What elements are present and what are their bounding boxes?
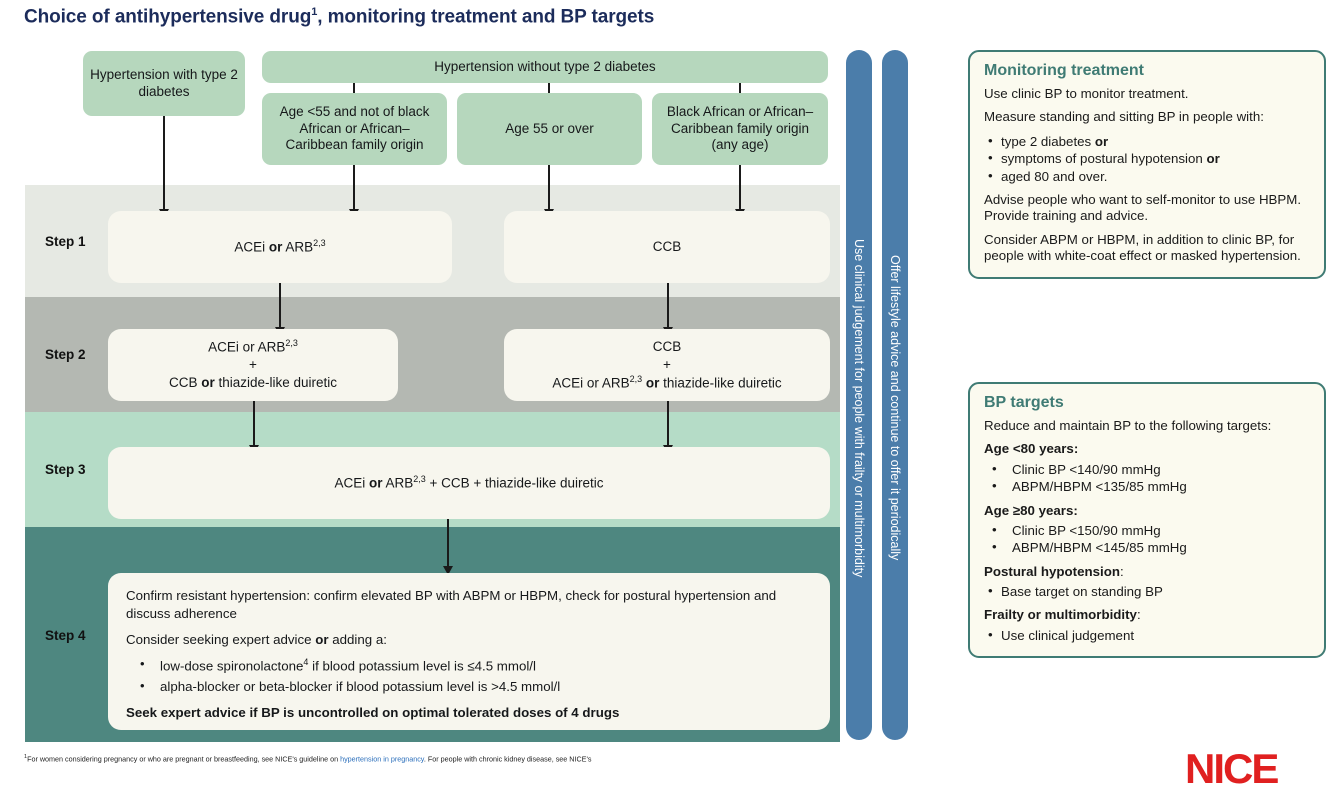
bp-targets-over-80-list: Clinic BP <150/90 mmHg ABPM/HBPM <145/85…	[984, 521, 1310, 557]
bp-targets-frailty-list: Use clinical judgement	[984, 626, 1310, 644]
step4-bullet-list: low-dose spironolactone4 if blood potass…	[126, 655, 812, 696]
bp-targets-postural-heading: Postural hypotension:	[984, 563, 1124, 579]
arrow-step2-right-to-step3	[663, 401, 673, 454]
step3-text: ACEi or ARB2,3 + CCB + thiazide-like dui…	[334, 473, 604, 491]
box-age-55-or-over: Age 55 or over	[457, 93, 642, 165]
connector-to-black-african	[739, 83, 741, 93]
box-hypertension-without-type2-diabetes: Hypertension without type 2 diabetes	[262, 51, 828, 83]
arrow-step3-to-step4	[443, 519, 453, 575]
step1-left-text: ACEi or ARB2,3	[234, 237, 326, 255]
step1-box-left: ACEi or ARB2,3	[108, 211, 452, 283]
vertical-bar-offer-lifestyle-advice: Offer lifestyle advice and continue to o…	[882, 50, 908, 740]
bp-target-under80-abpm: ABPM/HBPM <135/85 mmHg	[984, 477, 1310, 495]
step-label-3: Step 3	[45, 462, 86, 477]
monitoring-bullet-3: aged 80 and over.	[984, 167, 1310, 185]
arrow-age-under-55-to-step1	[349, 165, 359, 218]
bp-target-over80-abpm: ABPM/HBPM <145/85 mmHg	[984, 538, 1310, 556]
monitoring-bullet-list: type 2 diabetes or symptoms of postural …	[984, 132, 1310, 185]
step-label-4: Step 4	[45, 628, 86, 643]
vertical-bar-use-clinical-judgement: Use clinical judgement for people with f…	[846, 50, 872, 740]
vertical-bar-lifestyle-label: Offer lifestyle advice and continue to o…	[888, 255, 902, 561]
nice-logo: NICE	[1185, 745, 1279, 792]
step2-box-right: CCB+ACEi or ARB2,3 or thiazide-like duir…	[504, 329, 830, 401]
bp-targets-age-over-80-heading: Age ≥80 years:	[984, 502, 1078, 518]
step4-paragraph-2: Consider seeking expert advice or adding…	[126, 631, 387, 647]
arrow-step1-right-to-step2	[663, 283, 673, 336]
panel-monitoring-treatment: Monitoring treatment Use clinic BP to mo…	[968, 50, 1326, 279]
step-label-2: Step 2	[45, 347, 86, 362]
arrow-black-african-to-step1	[735, 165, 745, 218]
monitoring-text-1: Use clinic BP to monitor treatment.	[984, 86, 1189, 101]
step2-left-text: ACEi or ARB2,3+CCB or thiazide-like duir…	[168, 338, 338, 391]
bp-target-over80-clinic: Clinic BP <150/90 mmHg	[984, 521, 1310, 539]
footnote-link-hypertension-in-pregnancy[interactable]: hypertension in pregnancy	[340, 754, 424, 764]
arrow-age-55-to-step1	[544, 165, 554, 218]
step4-strong-line: Seek expert advice if BP is uncontrolled…	[126, 705, 620, 721]
step4-box: Confirm resistant hypertension: confirm …	[108, 573, 830, 730]
bp-targets-postural-list: Base target on standing BP	[984, 582, 1310, 600]
connector-to-age-55-or-over	[548, 83, 550, 93]
step1-box-right: CCB	[504, 211, 830, 283]
page-title-main: Choice of antihypertensive drug	[24, 6, 312, 28]
bp-target-under80-clinic: Clinic BP <140/90 mmHg	[984, 460, 1310, 478]
bp-target-postural-item: Base target on standing BP	[984, 582, 1310, 600]
step3-box: ACEi or ARB2,3 + CCB + thiazide-like dui…	[108, 447, 830, 519]
footnote: 1For women considering pregnancy or who …	[24, 754, 592, 764]
page-title-footnote-marker: 1	[311, 6, 318, 18]
box-age-under-55: Age <55 and not of black African or Afri…	[262, 93, 447, 165]
monitoring-bullet-1: type 2 diabetes or	[984, 132, 1310, 150]
step-label-1: Step 1	[45, 234, 86, 249]
arrow-step2-left-to-step3	[249, 401, 259, 454]
step2-right-text: CCB+ACEi or ARB2,3 or thiazide-like duir…	[552, 339, 782, 391]
bp-targets-age-under-80-heading: Age <80 years:	[984, 441, 1079, 457]
box-hypertension-with-type2-diabetes: Hypertension with type 2 diabetes	[83, 51, 245, 116]
bp-targets-under-80-list: Clinic BP <140/90 mmHg ABPM/HBPM <135/85…	[984, 460, 1310, 496]
page-title: Choice of antihypertensive drug1, monito…	[24, 6, 654, 28]
bp-target-frailty-item: Use clinical judgement	[984, 626, 1310, 644]
monitoring-text-4: Consider ABPM or HBPM, in addition to cl…	[984, 231, 1301, 264]
monitoring-bullet-2: symptoms of postural hypotension or	[984, 149, 1310, 167]
connector-to-age-under-55	[353, 83, 355, 93]
step2-box-left: ACEi or ARB2,3+CCB or thiazide-like duir…	[108, 329, 398, 401]
vertical-bar-judgement-label: Use clinical judgement for people with f…	[852, 238, 866, 578]
page-title-rest: , monitoring treatment and BP targets	[317, 6, 655, 28]
box-black-african-caribbean: Black African or African–Caribbean famil…	[652, 93, 828, 165]
panel-bp-targets: BP targets Reduce and maintain BP to the…	[968, 382, 1326, 659]
arrow-step1-left-to-step2	[275, 283, 285, 336]
bp-targets-intro: Reduce and maintain BP to the following …	[984, 418, 1272, 433]
monitoring-text-2: Measure standing and sitting BP in peopl…	[984, 109, 1264, 125]
step4-bullet-1: low-dose spironolactone4 if blood potass…	[126, 655, 812, 676]
step1-right-text: CCB	[652, 239, 682, 255]
step4-bullet-2: alpha-blocker or beta-blocker if blood p…	[126, 677, 812, 696]
step4-paragraph-1: Confirm resistant hypertension: confirm …	[126, 588, 777, 622]
monitoring-text-3: Advise people who want to self-monitor t…	[984, 191, 1302, 224]
flowchart: Step 1 Step 2 Step 3 Step 4 Hypertension…	[0, 0, 960, 771]
bp-targets-frailty-heading: Frailty or multimorbidity:	[984, 607, 1141, 623]
arrow-t2d-to-step1	[159, 116, 169, 218]
panel-bp-targets-heading: BP targets	[984, 394, 1064, 411]
panel-monitoring-heading: Monitoring treatment	[984, 62, 1144, 79]
